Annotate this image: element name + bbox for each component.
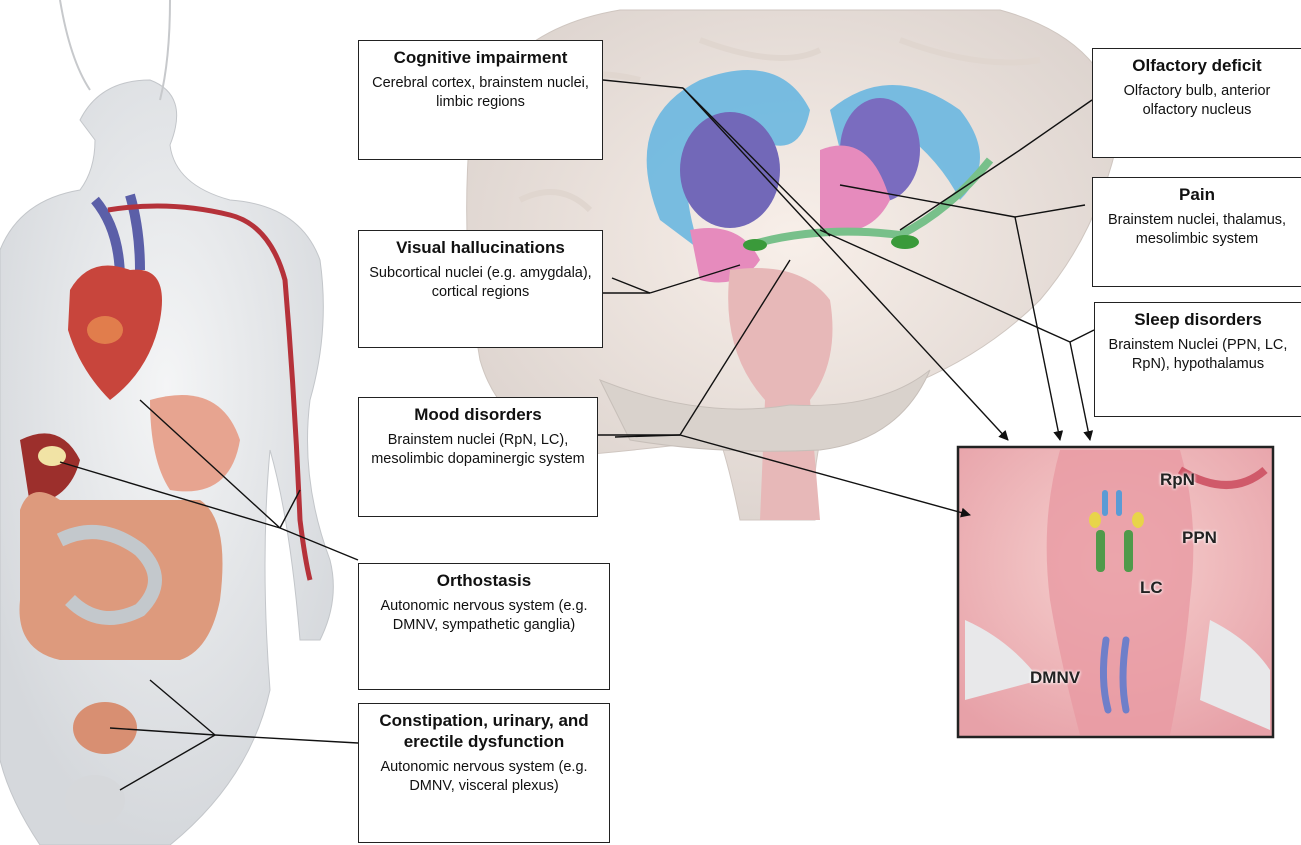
- box-title: Olfactory deficit: [1093, 55, 1301, 76]
- box-description: Subcortical nuclei (e.g. amygdala), cort…: [359, 264, 602, 302]
- box-title: Visual hallucinations: [359, 237, 602, 258]
- label-dmnv: DMNV: [1030, 668, 1080, 688]
- box-visual-hallucinations: Visual hallucinations Subcortical nuclei…: [358, 230, 603, 348]
- label-ppn: PPN: [1182, 528, 1217, 548]
- box-olfactory-deficit: Olfactory deficit Olfactory bulb, anteri…: [1092, 48, 1301, 158]
- label-rpn: RpN: [1160, 470, 1195, 490]
- box-description: Autonomic nervous system (e.g. DMNV, vis…: [359, 758, 609, 796]
- box-description: Cerebral cortex, brainstem nuclei, limbi…: [359, 74, 602, 112]
- box-description: Olfactory bulb, anterior olfactory nucle…: [1093, 82, 1301, 120]
- box-title: Mood disorders: [359, 404, 597, 425]
- brainstem-inset: [958, 447, 1273, 737]
- box-title: Orthostasis: [359, 570, 609, 591]
- box-orthostasis: Orthostasis Autonomic nervous system (e.…: [358, 563, 610, 690]
- box-description: Brainstem Nuclei (PPN, LC, RpN), hypotha…: [1095, 336, 1301, 374]
- label-lc: LC: [1140, 578, 1163, 598]
- box-description: Autonomic nervous system (e.g. DMNV, sym…: [359, 597, 609, 635]
- box-title: Pain: [1093, 184, 1301, 205]
- box-sleep-disorders: Sleep disorders Brainstem Nuclei (PPN, L…: [1094, 302, 1301, 417]
- box-constipation-urinary-erectile: Constipation, urinary, and erectile dysf…: [358, 703, 610, 843]
- box-description: Brainstem nuclei (RpN, LC), mesolimbic d…: [359, 431, 597, 469]
- box-description: Brainstem nuclei, thalamus, mesolimbic s…: [1093, 211, 1301, 249]
- box-mood-disorders: Mood disorders Brainstem nuclei (RpN, LC…: [358, 397, 598, 517]
- box-pain: Pain Brainstem nuclei, thalamus, mesolim…: [1092, 177, 1301, 287]
- torso-illustration: [0, 0, 333, 845]
- box-title: Cognitive impairment: [359, 47, 602, 68]
- box-title: Constipation, urinary, and erectile dysf…: [359, 710, 609, 752]
- box-cognitive-impairment: Cognitive impairment Cerebral cortex, br…: [358, 40, 603, 160]
- box-title: Sleep disorders: [1095, 309, 1301, 330]
